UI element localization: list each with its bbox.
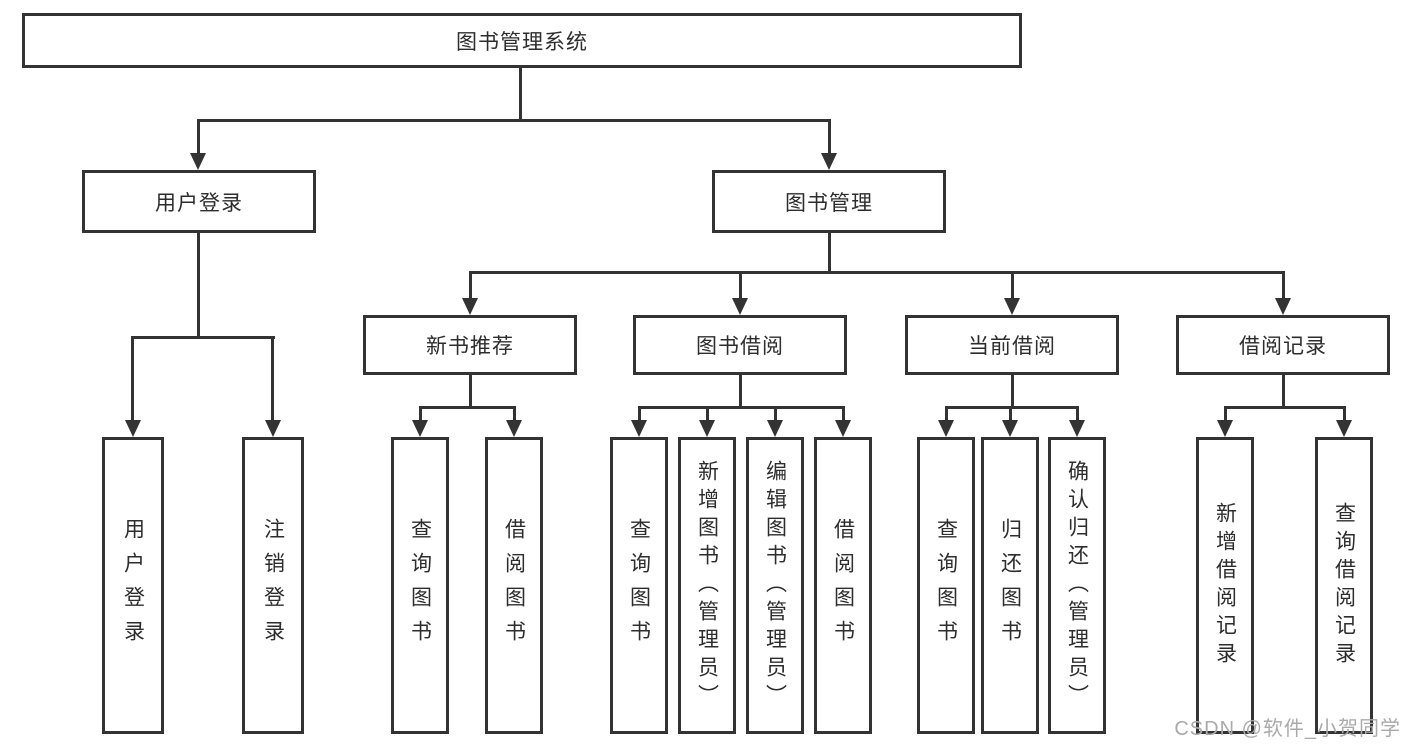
- connector-line: [513, 406, 516, 421]
- node-book-management-label: 图书管理: [785, 191, 873, 215]
- node-book-management: 图书管理: [712, 170, 946, 233]
- leaf-query-book-2: 查询图书: [610, 437, 668, 734]
- connector-line: [945, 406, 948, 421]
- connector-line: [419, 406, 516, 409]
- leaf-add-borrow-record: 新增借阅记录: [1196, 437, 1254, 734]
- leaf-add-book-admin-label: 新增图书（管理员）: [695, 459, 719, 712]
- arrow-down-icon: [265, 420, 281, 437]
- connector-line: [1011, 271, 1014, 299]
- node-new-book-recommend: 新书推荐: [363, 315, 577, 375]
- connector-line: [197, 119, 831, 122]
- leaf-borrow-book-2-label: 借阅图书: [831, 517, 855, 654]
- leaf-query-borrow-record: 查询借阅记录: [1315, 437, 1373, 734]
- connector-line: [706, 406, 709, 421]
- arrow-down-icon: [462, 298, 478, 315]
- node-borrow-record: 借阅记录: [1176, 315, 1390, 375]
- arrow-down-icon: [1336, 420, 1352, 437]
- node-book-borrow-label: 图书借阅: [696, 335, 784, 358]
- leaf-query-borrow-record-label: 查询借阅记录: [1332, 501, 1356, 670]
- arrow-down-icon: [835, 420, 851, 437]
- connector-line: [1224, 406, 1227, 421]
- node-root-label: 图书管理系统: [456, 30, 588, 54]
- connector-line: [131, 336, 275, 339]
- leaf-logout: 注销登录: [242, 437, 304, 734]
- connector-line: [469, 271, 472, 299]
- connector-line: [271, 336, 274, 422]
- arrow-down-icon: [821, 153, 837, 170]
- node-current-borrow-label: 当前借阅: [968, 335, 1056, 358]
- connector-line: [739, 271, 742, 299]
- arrow-down-icon: [1275, 298, 1291, 315]
- connector-line: [945, 406, 1079, 409]
- leaf-confirm-return-admin-label: 确认归还（管理员）: [1065, 459, 1089, 712]
- leaf-borrow-book-1-label: 借阅图书: [502, 517, 526, 654]
- leaf-borrow-book-1: 借阅图书: [485, 437, 543, 734]
- connector-line: [739, 375, 742, 407]
- connector-line: [1282, 271, 1285, 299]
- arrow-down-icon: [732, 298, 748, 315]
- node-new-book-recommend-label: 新书推荐: [426, 335, 514, 358]
- node-user-login: 用户登录: [82, 170, 316, 233]
- connector-line: [828, 233, 831, 271]
- connector-line: [1282, 375, 1285, 407]
- connector-line: [1011, 375, 1014, 407]
- arrow-down-icon: [190, 153, 206, 170]
- connector-line: [842, 406, 845, 421]
- arrow-down-icon: [699, 420, 715, 437]
- connector-line: [828, 119, 831, 155]
- leaf-query-book-1: 查询图书: [391, 437, 449, 734]
- connector-line: [197, 119, 200, 155]
- node-user-login-label: 用户登录: [155, 191, 243, 215]
- arrow-down-icon: [767, 420, 783, 437]
- connector-line: [638, 406, 641, 421]
- arrow-down-icon: [631, 420, 647, 437]
- connector-line: [774, 406, 777, 421]
- connector-line: [469, 375, 472, 407]
- leaf-user-login-label: 用户登录: [121, 517, 145, 654]
- connector-line: [469, 271, 1285, 274]
- connector-line: [419, 406, 422, 421]
- connector-line: [1009, 406, 1012, 421]
- leaf-query-book-3: 查询图书: [917, 437, 975, 734]
- leaf-return-book-label: 归还图书: [998, 517, 1022, 654]
- leaf-user-login: 用户登录: [102, 437, 164, 734]
- node-book-borrow: 图书借阅: [633, 315, 847, 375]
- leaf-return-book: 归还图书: [981, 437, 1039, 734]
- leaf-add-book-admin: 新增图书（管理员）: [678, 437, 736, 734]
- connector-line: [131, 336, 134, 422]
- leaf-edit-book-admin-label: 编辑图书（管理员）: [763, 459, 787, 712]
- leaf-query-book-2-label: 查询图书: [627, 517, 651, 654]
- node-borrow-record-label: 借阅记录: [1239, 335, 1327, 358]
- arrow-down-icon: [1069, 420, 1085, 437]
- arrow-down-icon: [1002, 420, 1018, 437]
- connector-line: [1343, 406, 1346, 421]
- leaf-confirm-return-admin: 确认归还（管理员）: [1048, 437, 1106, 734]
- leaf-borrow-book-2: 借阅图书: [814, 437, 872, 734]
- leaf-edit-book-admin: 编辑图书（管理员）: [746, 437, 804, 734]
- leaf-add-borrow-record-label: 新增借阅记录: [1213, 501, 1237, 670]
- arrow-down-icon: [1217, 420, 1233, 437]
- connector-line: [638, 406, 845, 409]
- arrow-down-icon: [1004, 298, 1020, 315]
- node-current-borrow: 当前借阅: [905, 315, 1119, 375]
- connector-line: [1076, 406, 1079, 421]
- connector-line: [519, 68, 522, 119]
- leaf-logout-label: 注销登录: [261, 517, 285, 654]
- connector-line: [197, 233, 200, 336]
- node-root: 图书管理系统: [22, 13, 1022, 68]
- leaf-query-book-1-label: 查询图书: [408, 517, 432, 654]
- arrow-down-icon: [125, 420, 141, 437]
- leaf-query-book-3-label: 查询图书: [934, 517, 958, 654]
- connector-line: [1224, 406, 1346, 409]
- arrow-down-icon: [506, 420, 522, 437]
- arrow-down-icon: [938, 420, 954, 437]
- arrow-down-icon: [412, 420, 428, 437]
